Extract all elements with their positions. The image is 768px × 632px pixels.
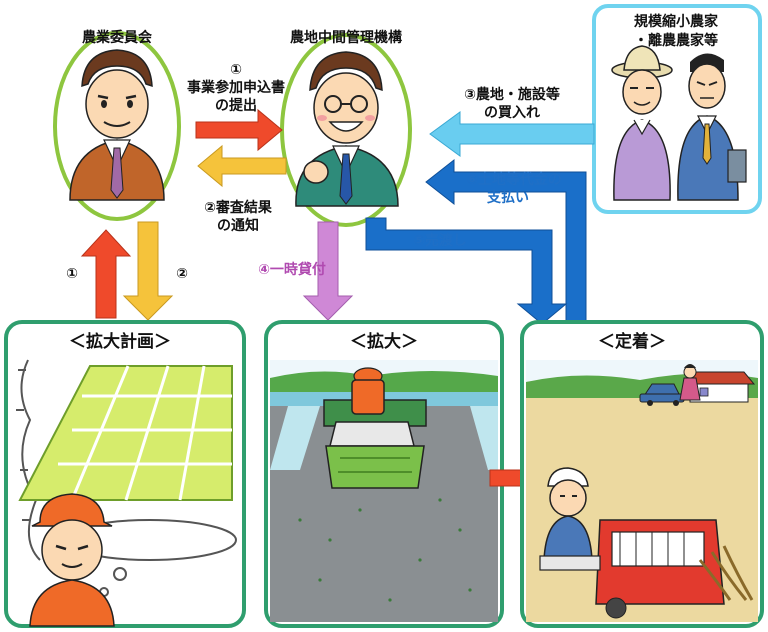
small-farmers-title-line1: 規模縮小農家 xyxy=(634,14,718,30)
agency-officer-figure xyxy=(295,51,399,207)
farmer-thinking-figure xyxy=(29,493,115,627)
panel-expand-title: ＜拡大＞ xyxy=(350,332,418,352)
agency-title: 農地中間管理機構 xyxy=(290,30,402,46)
committee-member-figure xyxy=(69,49,165,201)
arrow-vertical-2 xyxy=(122,221,174,321)
old-farmer-figure xyxy=(611,45,673,201)
small-farmers-title-line2: ・離農農家等 xyxy=(634,33,718,49)
panel-plan xyxy=(4,320,246,628)
step6-line2: 支払い xyxy=(487,190,529,206)
panel-settle xyxy=(520,320,764,628)
small-farmers-box xyxy=(592,4,762,214)
woman-figure xyxy=(679,364,701,401)
step3-line2: の買入れ xyxy=(484,105,540,121)
arrow-step-3-purchase xyxy=(429,111,595,157)
family-car xyxy=(639,383,685,406)
young-man-figure xyxy=(677,53,747,201)
committee-title: 農業委員会 xyxy=(82,30,152,46)
step5-label: ⑤売渡し xyxy=(413,233,467,249)
arrow-step-4-lease xyxy=(302,221,354,321)
vertical-step1-label: ① xyxy=(66,266,78,282)
step1-line2: の提出 xyxy=(215,98,257,114)
step3-line1: ③農地・施設等 xyxy=(464,87,560,103)
panel-settle-title: ＜定着＞ xyxy=(598,332,666,352)
step6-line1: ⑥土地等代金の xyxy=(466,172,562,188)
step1-line1: 事業参加申込書 xyxy=(187,80,285,96)
combine-harvester xyxy=(595,519,754,619)
committee-oval xyxy=(53,31,181,221)
step2-line1: ②審査結果 xyxy=(204,200,272,216)
panel-plan-title: ＜拡大計画＞ xyxy=(69,332,171,352)
farm-house xyxy=(682,371,756,403)
panel-expand xyxy=(264,320,504,628)
arrow-vertical-1 xyxy=(80,229,132,319)
harvester-driver-figure xyxy=(539,467,601,571)
step2-line2: の通知 xyxy=(217,218,259,234)
arrow-step-5-sale xyxy=(365,217,568,325)
arrow-step-6-payment xyxy=(425,158,587,329)
step1-number: ① xyxy=(230,62,242,78)
rice-planter-machine xyxy=(323,367,427,489)
arrow-step-2-notice xyxy=(197,144,287,188)
vertical-step2-label: ② xyxy=(176,266,188,282)
step4-label: ④一時貸付 xyxy=(258,262,326,278)
agency-oval xyxy=(280,33,412,227)
arrow-step-1-apply xyxy=(195,108,283,152)
